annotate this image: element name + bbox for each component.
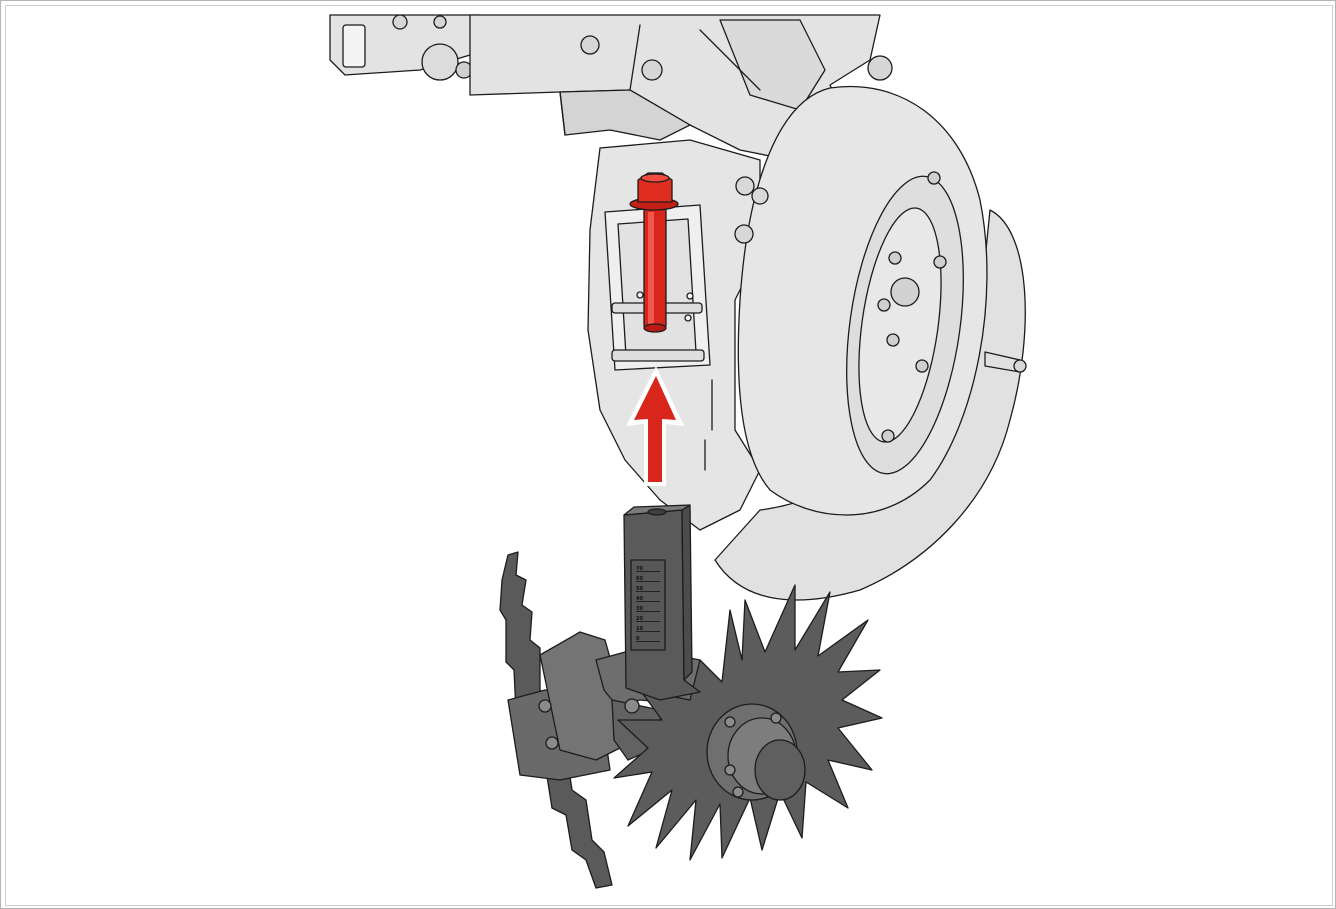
scale-label: 50: [636, 586, 643, 592]
gauge-wheel: [587, 86, 1027, 601]
arrow-body: [634, 376, 676, 482]
bracket-bolt: [392, 14, 408, 30]
pin-shaft: [643, 207, 667, 329]
scale-label: 20: [636, 616, 643, 622]
star-hub-cap: [754, 739, 806, 801]
pin-tip: [643, 323, 667, 333]
hub-bolt: [927, 171, 941, 185]
bracket-crossbar: [611, 349, 705, 362]
bracket-hole: [686, 292, 694, 300]
depth-scale-plate: [630, 559, 666, 651]
arm-pivot: [867, 55, 893, 81]
scale-label: 0: [636, 636, 640, 642]
hub-bolt: [538, 699, 552, 713]
hub-bolt: [545, 736, 559, 750]
hub-bolt: [724, 716, 736, 728]
depth-post-side: [681, 504, 693, 681]
axle-end: [1013, 359, 1027, 373]
arm-pivot: [641, 59, 663, 81]
upper-frame: [329, 14, 893, 161]
arm-pivot: [580, 35, 600, 55]
post-nut: [624, 698, 640, 714]
hub-bolt: [724, 764, 736, 776]
scale-label: 10: [636, 626, 643, 632]
bracket-knob: [421, 43, 459, 81]
scale-label: 70: [636, 566, 643, 572]
wheel-rim-inner: [858, 207, 942, 443]
shank-edge: [704, 379, 713, 471]
frame-bolt: [735, 176, 755, 196]
scale-label: 40: [636, 596, 643, 602]
post-top-hole: [647, 508, 667, 516]
hub-bolt: [732, 786, 744, 798]
up-arrow-icon: [626, 366, 684, 486]
bracket-hole: [684, 314, 692, 322]
left-closing-disc: [499, 551, 613, 889]
hub-bolt: [770, 712, 782, 724]
bracket-hole: [636, 291, 644, 299]
pin-head-top: [640, 173, 670, 183]
hub-bolt: [933, 255, 947, 269]
hub-bolt: [877, 298, 891, 312]
hub-bolt: [886, 333, 900, 347]
arm-side: [719, 19, 826, 111]
hub-cap: [890, 277, 920, 307]
depth-scale: 70 60 50 40 30 20 10 0: [636, 566, 660, 642]
hub-bolt: [888, 251, 902, 265]
frame-bolt: [734, 224, 754, 244]
scale-label: 60: [636, 576, 643, 582]
frame-bolt: [751, 187, 769, 205]
scale-label: 30: [636, 606, 643, 612]
arm-strut: [559, 24, 761, 136]
pin-shaft-highlight: [648, 212, 654, 324]
closing-attachment: 70 60 50 40 30 20 10 0: [499, 504, 883, 889]
illustration-border: [5, 5, 1333, 906]
hub-bolt: [915, 359, 929, 373]
lock-pin-icon: [629, 172, 679, 333]
bracket-slot: [342, 24, 366, 68]
bracket-bolt: [433, 15, 447, 29]
hub-bolt: [881, 429, 895, 443]
